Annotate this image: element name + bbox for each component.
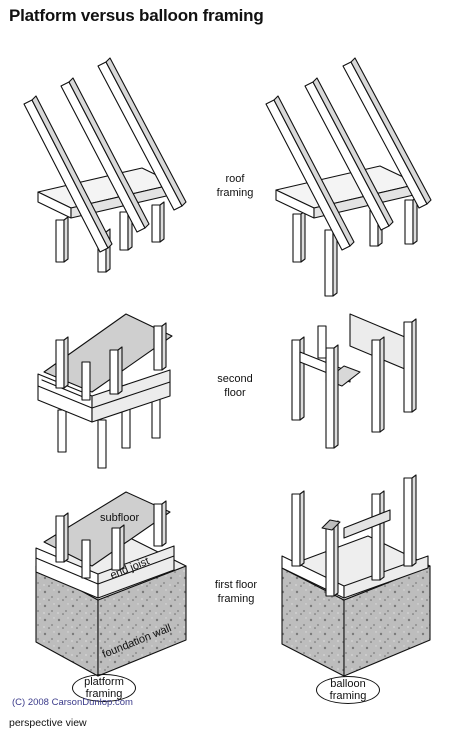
balloon-second-floor	[291, 313, 417, 449]
stage-label-first-floor: first floor framing	[196, 578, 276, 606]
copyright-notice: (C) 2008 CarsonDunlop.com	[12, 697, 133, 708]
balloon-framing-oval: balloon framing	[316, 676, 380, 704]
stage-second-line2: floor	[224, 387, 246, 399]
balloon-line1: balloon	[330, 678, 366, 690]
perspective-caption: perspective view	[9, 717, 87, 729]
stage-first-line2: framing	[217, 593, 255, 605]
platform-first-floor	[35, 491, 187, 677]
diagram-title: Platform versus balloon framing	[9, 6, 264, 25]
platform-second-floor	[37, 313, 173, 469]
platform-roof-framing	[23, 57, 187, 273]
balloon-roof-framing	[265, 57, 432, 297]
balloon-first-floor	[281, 474, 431, 677]
subfloor-label: subfloor	[100, 512, 139, 524]
stage-roof-line1: roof	[225, 173, 245, 185]
stage-roof-line2: framing	[216, 187, 254, 199]
platform-line2: framing	[85, 688, 123, 700]
stage-label-roof: roof framing	[200, 172, 270, 200]
stage-second-line1: second	[217, 373, 253, 385]
stage-label-second-floor: second floor	[200, 372, 270, 400]
balloon-line2: framing	[329, 690, 367, 702]
platform-framing-oval: platform framing	[72, 674, 136, 702]
stage-first-line1: first floor	[214, 579, 258, 591]
platform-line1: platform	[84, 676, 124, 688]
